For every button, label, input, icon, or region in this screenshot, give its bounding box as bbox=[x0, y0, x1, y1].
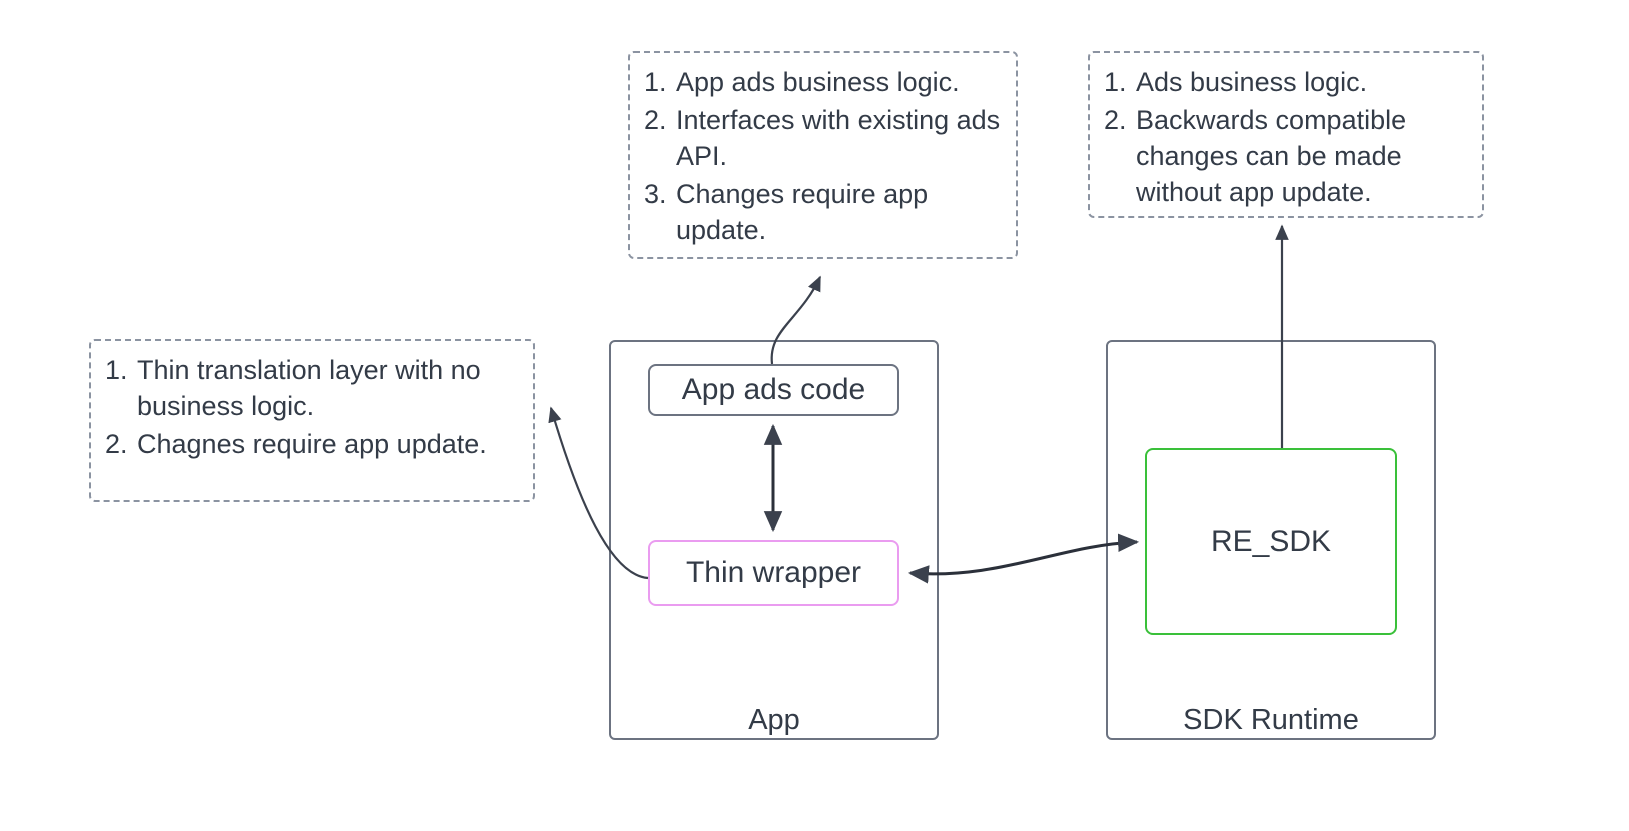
container-app-label: App bbox=[748, 704, 800, 736]
container-sdk-runtime-label: SDK Runtime bbox=[1183, 704, 1359, 736]
callout-item: Ads business logic. bbox=[1104, 65, 1368, 101]
node-app-ads-code[interactable]: App ads code bbox=[648, 364, 899, 416]
callout-item: Interfaces with existing ads API. bbox=[644, 103, 1001, 171]
callout-item: App ads business logic. bbox=[644, 65, 960, 101]
node-thin-wrapper[interactable]: Thin wrapper bbox=[648, 540, 899, 606]
callout-item: Thin translation layer with no business … bbox=[105, 353, 481, 421]
node-thin-wrapper-label: Thin wrapper bbox=[685, 556, 862, 589]
connector-app-ads-code-to-callout bbox=[770, 275, 821, 365]
callout-app-ads-code[interactable]: App ads business logic. Interfaces with … bbox=[628, 51, 1018, 259]
callout-re-sdk[interactable]: Ads business logic. Backwards compatible… bbox=[1088, 51, 1484, 218]
callout-item: Backwards compatible changes can be made… bbox=[1104, 103, 1407, 207]
connector-thin-wrapper-to-callout bbox=[548, 406, 649, 580]
callout-thin-wrapper[interactable]: Thin translation layer with no business … bbox=[89, 339, 535, 502]
node-re-sdk-label: RE_SDK bbox=[1210, 524, 1332, 558]
connector-thin-wrapper-re-sdk bbox=[907, 533, 1140, 584]
node-app-ads-code-label: App ads code bbox=[681, 373, 866, 406]
node-re-sdk[interactable]: RE_SDK bbox=[1145, 448, 1397, 635]
callout-item: Chagnes require app update. bbox=[105, 427, 487, 463]
callout-item: Changes require app update. bbox=[644, 177, 929, 245]
